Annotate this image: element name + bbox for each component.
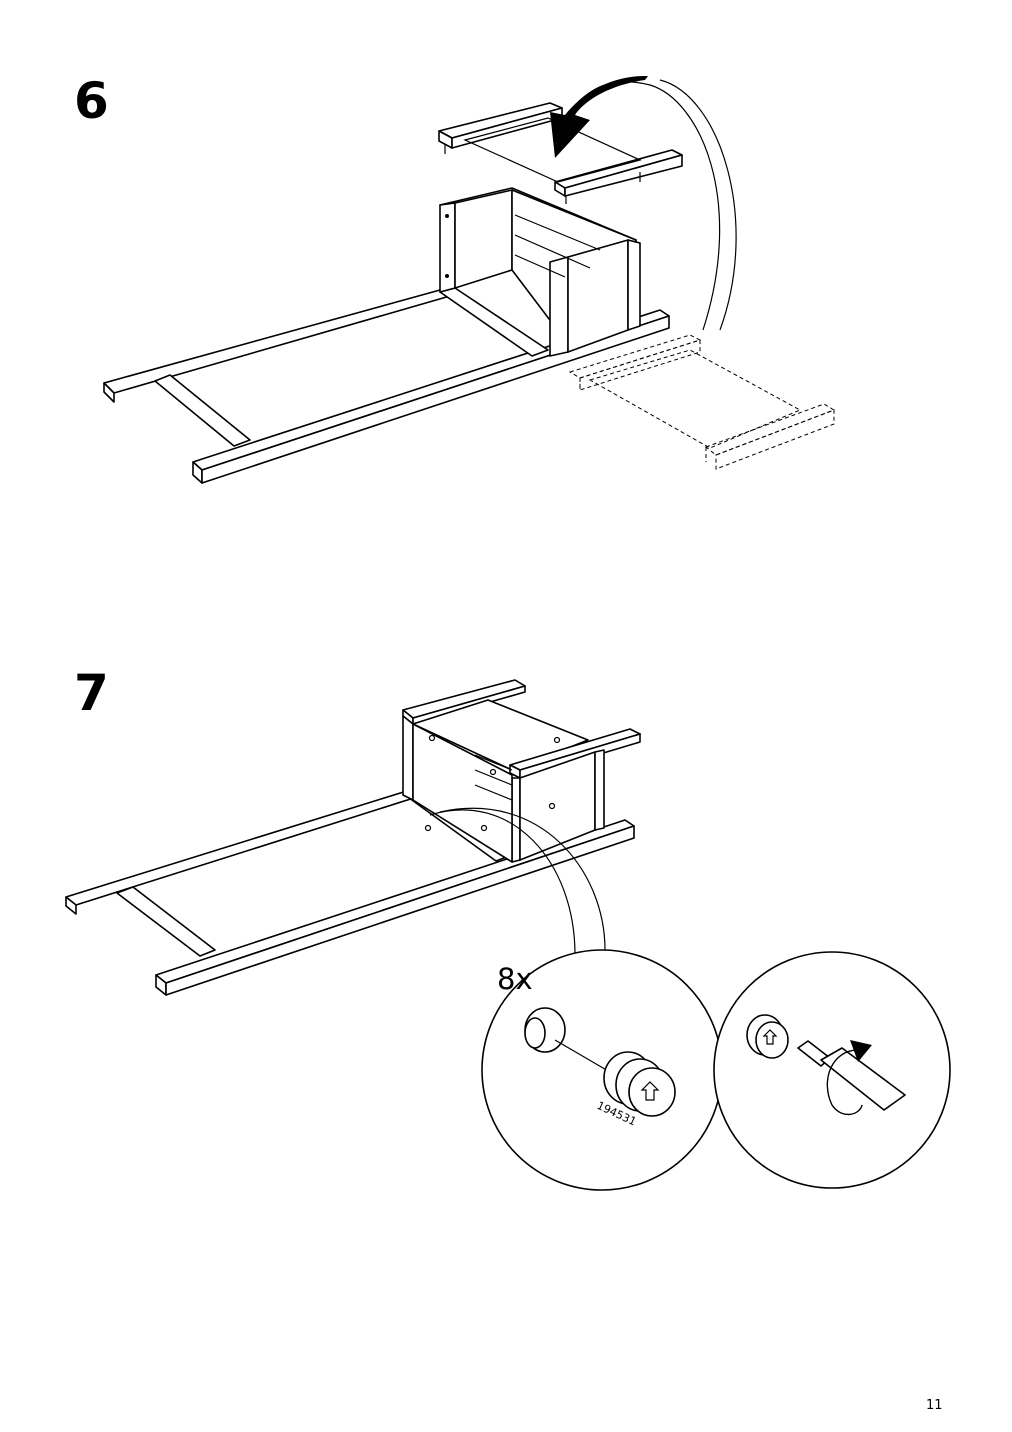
cam-lock-fitting-icon [603, 1051, 676, 1117]
page-number: 11 [926, 1398, 943, 1413]
cabinet-leg-front [511, 777, 521, 863]
step-6-rotation-arrow [550, 75, 737, 331]
frame-cross-brace-left [154, 374, 251, 447]
frame-cross-brace-left [116, 886, 216, 957]
step-6-illustration [103, 75, 836, 484]
step-7-detail-cam-lock: 194531 [481, 949, 723, 1191]
step-6-long-frame [103, 287, 670, 484]
step-7-number: 7 [74, 664, 109, 722]
step-6-number: 6 [74, 72, 109, 130]
step-7-detail-screwdriver [713, 951, 951, 1189]
frame-rail-back [65, 789, 421, 906]
step-6-top-frame-target-outline [568, 334, 836, 470]
step-7-zoom-leader [429, 807, 606, 956]
screwdriver-icon [797, 1040, 906, 1111]
cam-lock-installed-icon [746, 1014, 789, 1059]
quantity-label: 8x [497, 962, 533, 996]
step-7-illustration: 194531 [65, 679, 951, 1191]
step-7-cabinet [402, 679, 641, 863]
clockwise-rotation-arrow-icon [826, 1040, 872, 1115]
step-6-cabinet [439, 187, 641, 357]
